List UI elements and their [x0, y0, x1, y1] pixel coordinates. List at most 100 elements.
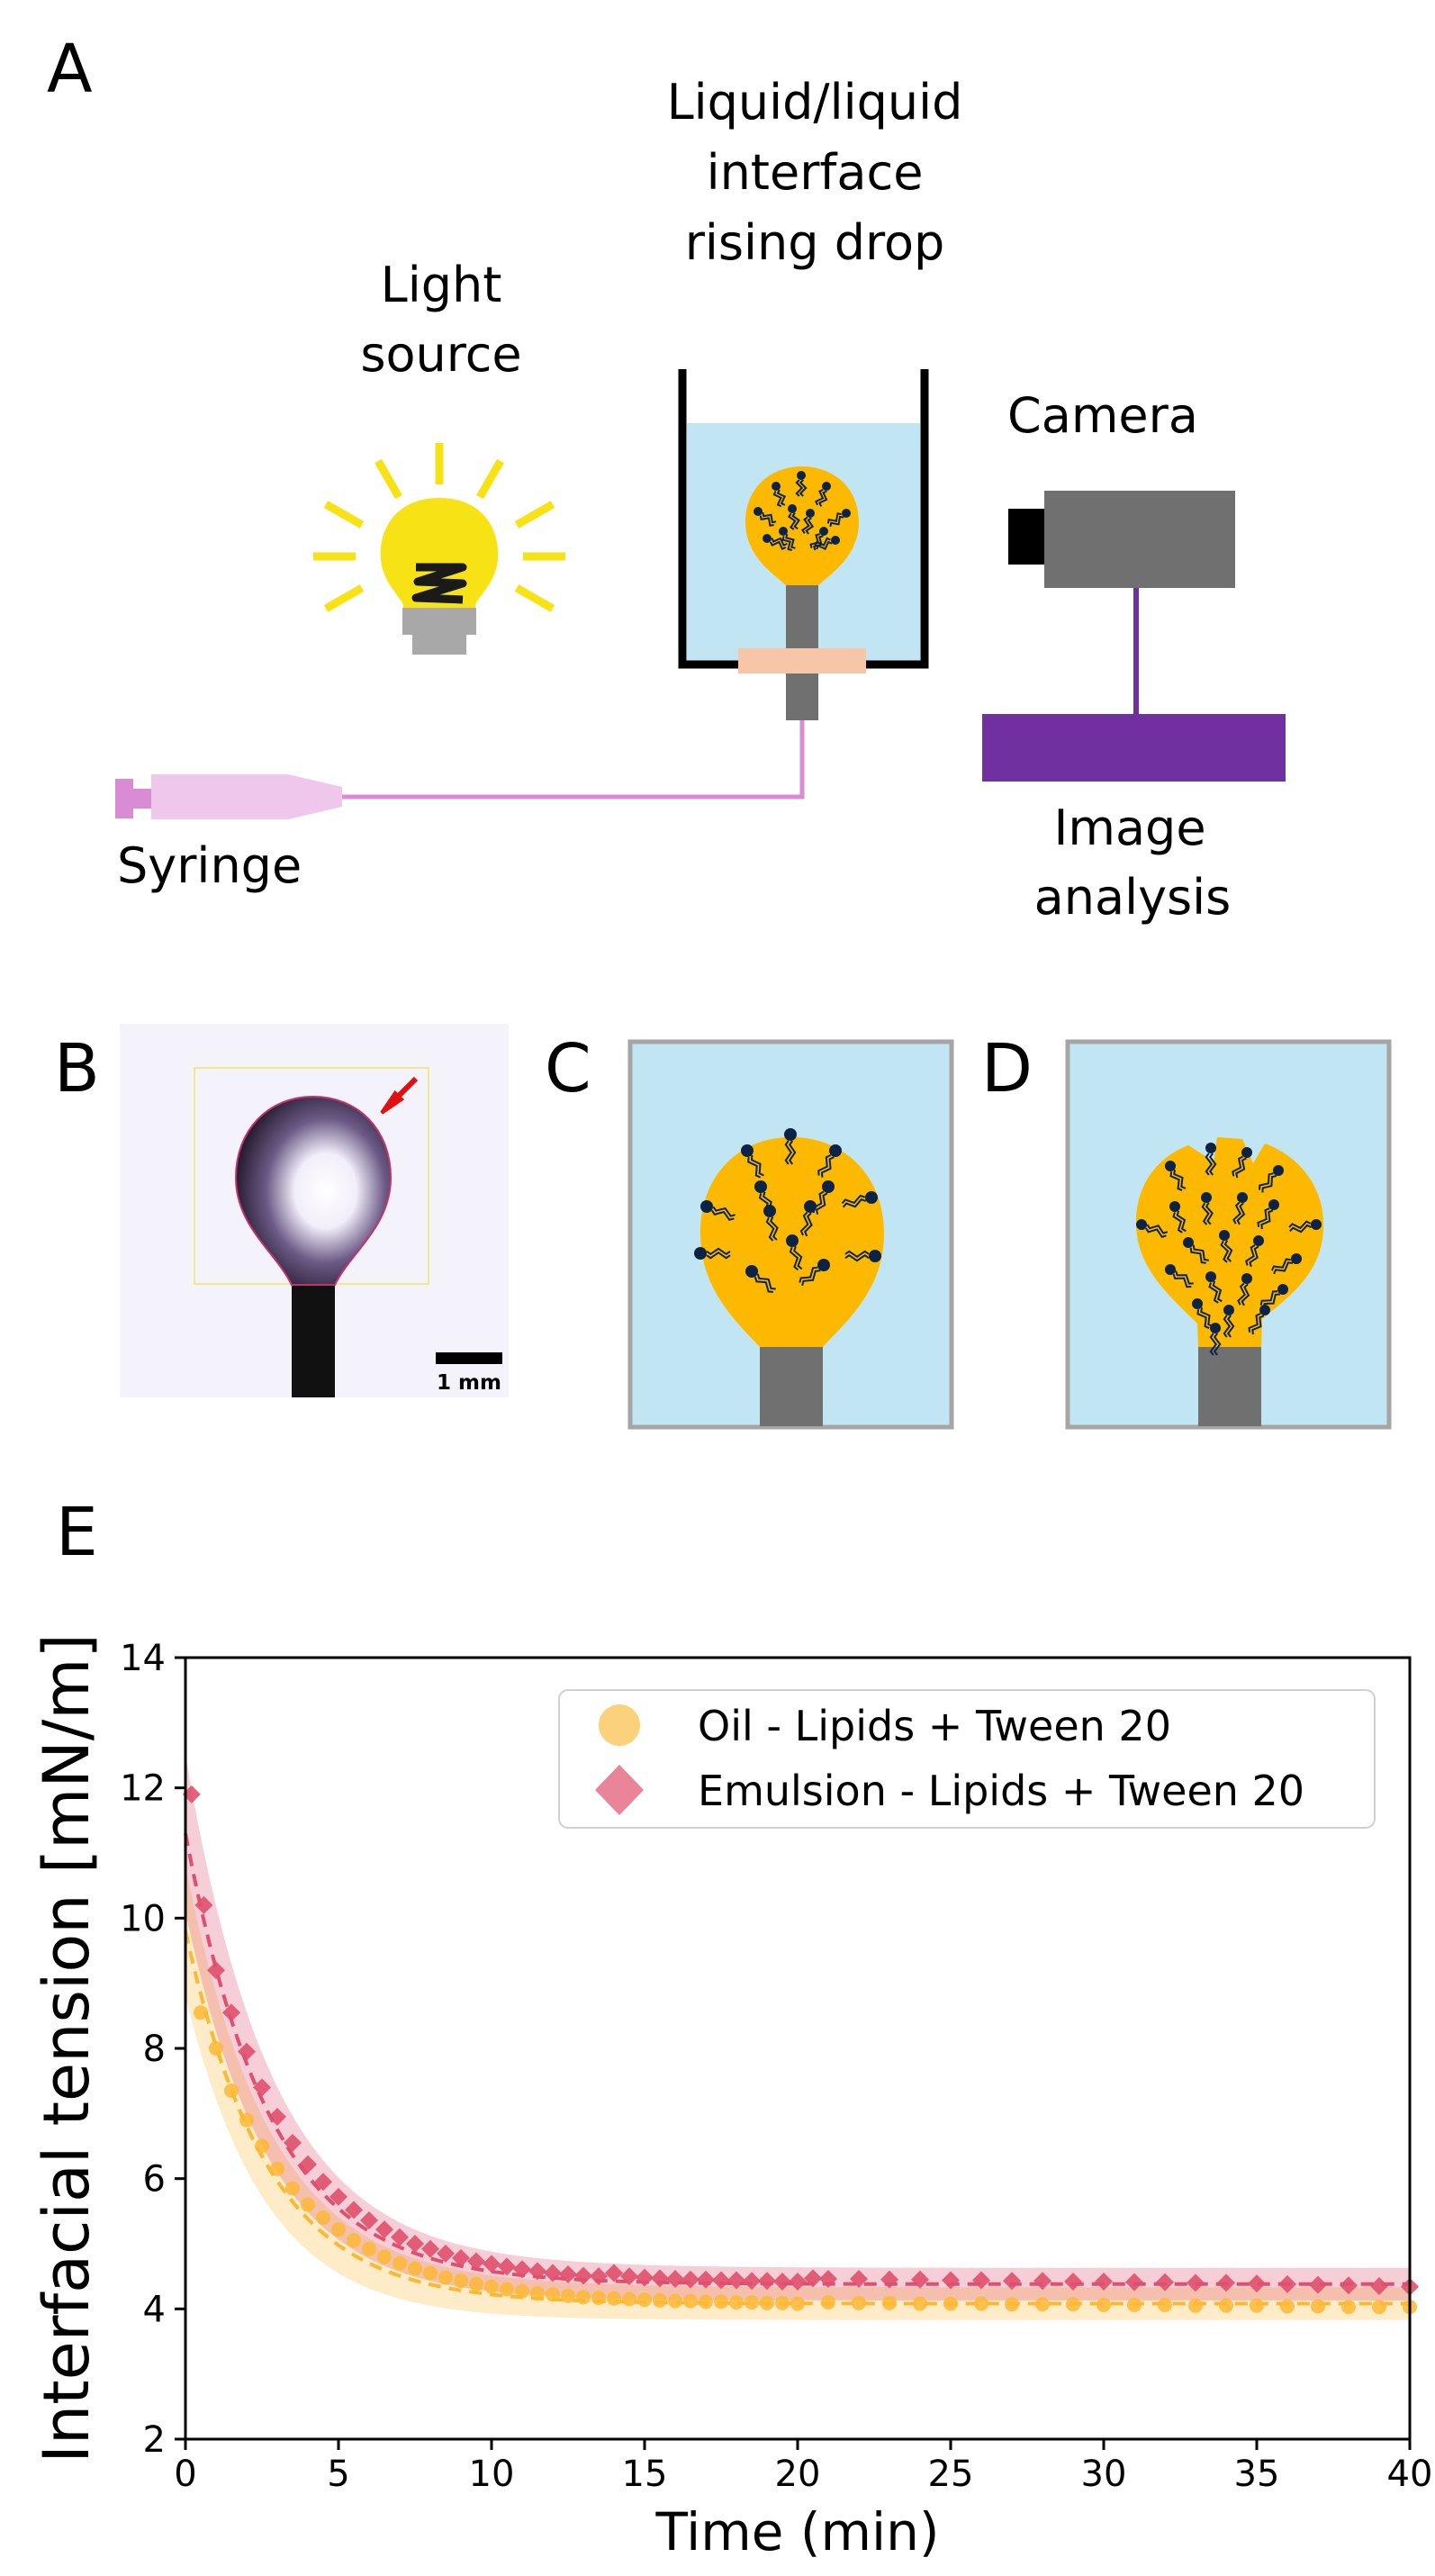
data-point-emulsion [314, 2173, 332, 2192]
surfactant-molecule [841, 1191, 878, 1208]
scale-bar [436, 1352, 502, 1364]
data-point-oil [331, 2222, 346, 2237]
light-source-label-line2: source [360, 326, 521, 383]
data-point-emulsion [207, 1961, 225, 1980]
data-point-oil [1280, 2299, 1295, 2314]
data-point-emulsion [299, 2155, 317, 2174]
x-tick-label: 40 [1387, 2454, 1433, 2495]
data-point-oil [775, 2295, 790, 2310]
surfactant-molecule [814, 482, 831, 507]
data-point-oil [1127, 2297, 1142, 2312]
data-point-emulsion [850, 2270, 868, 2289]
x-tick-label: 0 [174, 2454, 196, 2495]
x-tick-label: 35 [1234, 2454, 1280, 2495]
surfactant-molecule [844, 1250, 881, 1262]
surfactant-molecule [741, 1144, 764, 1179]
data-point-oil [530, 2285, 545, 2300]
data-point-emulsion [238, 2042, 256, 2061]
surfactant-molecule [1205, 1271, 1223, 1304]
surfactant-molecule [754, 1180, 773, 1216]
panel-e-letter: E [56, 1494, 98, 1571]
panel-d-letter: D [981, 1030, 1033, 1107]
data-point-emulsion [345, 2201, 363, 2219]
data-point-oil [347, 2233, 361, 2248]
data-point-emulsion [773, 2272, 791, 2291]
data-point-oil [561, 2288, 575, 2303]
data-point-oil [515, 2283, 529, 2299]
surfactant-molecule [1165, 1161, 1187, 1192]
data-point-emulsion [666, 2270, 684, 2289]
data-point-oil [194, 2005, 208, 2020]
surfactant-molecule [1183, 1237, 1209, 1264]
data-point-oil [653, 2292, 667, 2308]
data-point-emulsion [329, 2187, 347, 2206]
data-point-emulsion [605, 2264, 623, 2282]
data-point-oil [1250, 2298, 1264, 2313]
light-bulb-icon [313, 443, 565, 655]
data-point-oil [438, 2270, 453, 2285]
data-point-emulsion [911, 2270, 929, 2289]
data-point-emulsion [1003, 2272, 1021, 2291]
surfactant-molecule [1205, 1143, 1217, 1176]
x-tick-label: 30 [1081, 2454, 1127, 2495]
data-point-oil [745, 2295, 759, 2310]
data-point-oil [1066, 2297, 1080, 2312]
panel-a: A Light source Liquid/liquid interface r… [47, 31, 1286, 926]
data-point-oil [469, 2276, 483, 2291]
y-tick-label: 10 [120, 1898, 166, 1939]
surfactant-molecule [1257, 1199, 1279, 1230]
surfactant-molecule [1248, 1305, 1270, 1335]
data-point-oil [821, 2295, 835, 2310]
surfactant-molecules [754, 471, 851, 551]
data-point-emulsion [1370, 2277, 1388, 2296]
data-point-oil [209, 2041, 223, 2056]
data-point-emulsion [1064, 2272, 1082, 2291]
data-point-oil [224, 2083, 239, 2099]
data-point-emulsion [574, 2266, 592, 2285]
data-point-emulsion [182, 1785, 201, 1803]
surfactant-molecule [1165, 1264, 1194, 1288]
data-point-oil [1219, 2298, 1233, 2313]
surfactant-molecule [795, 471, 808, 497]
surfactant-molecule [754, 507, 777, 527]
data-point-oil [943, 2296, 958, 2311]
data-point-oil [790, 2296, 805, 2311]
x-tick-label: 10 [469, 2454, 515, 2495]
data-point-oil [362, 2241, 376, 2256]
data-point-oil [377, 2249, 392, 2264]
data-point-oil [1188, 2298, 1203, 2313]
arrow-icon [380, 1076, 419, 1115]
y-axis-label: Interfacial tension [mN/m] [30, 1633, 104, 2463]
surfactant-molecule [1219, 1230, 1233, 1263]
surfactant-molecule [745, 1265, 776, 1293]
data-point-oil [454, 2273, 468, 2289]
panel-c: C [545, 1030, 954, 1430]
data-point-emulsion [1125, 2273, 1143, 2291]
data-point-oil [683, 2293, 698, 2309]
data-point-oil [760, 2295, 774, 2310]
data-point-oil [1035, 2297, 1050, 2312]
camera-icon [1008, 491, 1235, 588]
data-point-emulsion [467, 2252, 485, 2271]
oil-drop [745, 466, 859, 585]
surfactant-molecule [787, 504, 801, 530]
x-tick-label: 15 [622, 2454, 668, 2495]
photo-needle [292, 1283, 335, 1397]
data-point-emulsion [360, 2210, 378, 2229]
data-point-emulsion [483, 2255, 501, 2273]
data-point-oil [729, 2295, 744, 2310]
rising-drop-label-line2: interface [707, 144, 924, 201]
data-point-oil [1158, 2297, 1172, 2312]
data-point-emulsion [804, 2269, 822, 2288]
surfactant-molecule [694, 1247, 731, 1260]
data-point-emulsion [253, 2078, 271, 2097]
data-point-emulsion [375, 2220, 393, 2239]
rising-drop-label-line3: rising drop [685, 214, 945, 271]
data-point-oil [576, 2290, 591, 2305]
surfactant-molecule [1192, 1298, 1214, 1330]
image-analysis-label-line2: analysis [1034, 869, 1232, 926]
data-point-oil [668, 2293, 682, 2309]
data-point-oil [882, 2295, 897, 2310]
